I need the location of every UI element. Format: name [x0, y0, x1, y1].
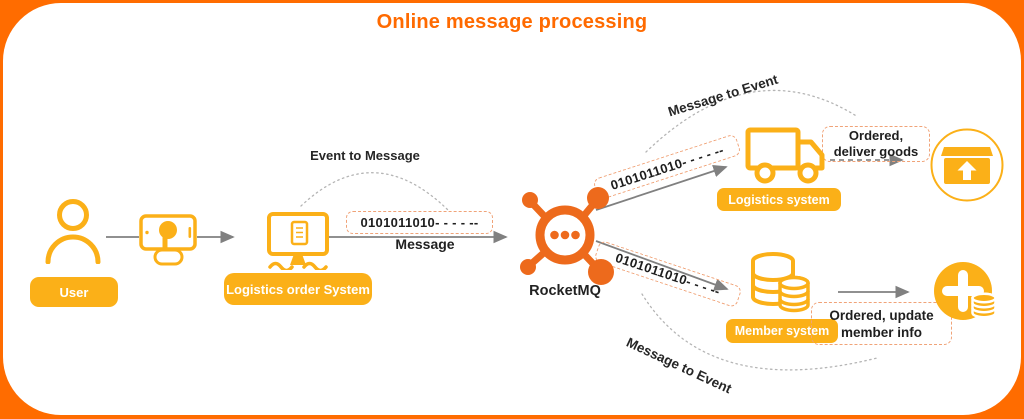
phone-tap-icon: [139, 214, 197, 266]
user-icon: [45, 199, 101, 264]
message-bits-box: 0101011010- - - - --: [346, 211, 493, 234]
ordered-deliver-box: Ordered, deliver goods: [822, 126, 930, 162]
message-label: Message: [395, 236, 455, 252]
event-to-message-label: Event to Message: [310, 148, 420, 163]
ordered-update-box: Ordered, update member info: [811, 302, 952, 345]
page-title: Online message processing: [376, 11, 648, 33]
add-member-icon: [934, 262, 997, 320]
database-icon: [751, 252, 810, 313]
package-icon: [930, 128, 1004, 202]
logistics-system-label: Logistics system: [717, 188, 841, 211]
user-label: User: [30, 277, 118, 307]
message-bits: 0101011010- - - - --: [360, 215, 479, 230]
monitor-icon: [267, 212, 329, 270]
rocketmq-label: RocketMQ: [529, 283, 601, 299]
truck-icon: [745, 127, 825, 184]
logistics-order-system-label: Logistics order System: [224, 273, 372, 305]
rocketmq-icon: [520, 187, 614, 285]
